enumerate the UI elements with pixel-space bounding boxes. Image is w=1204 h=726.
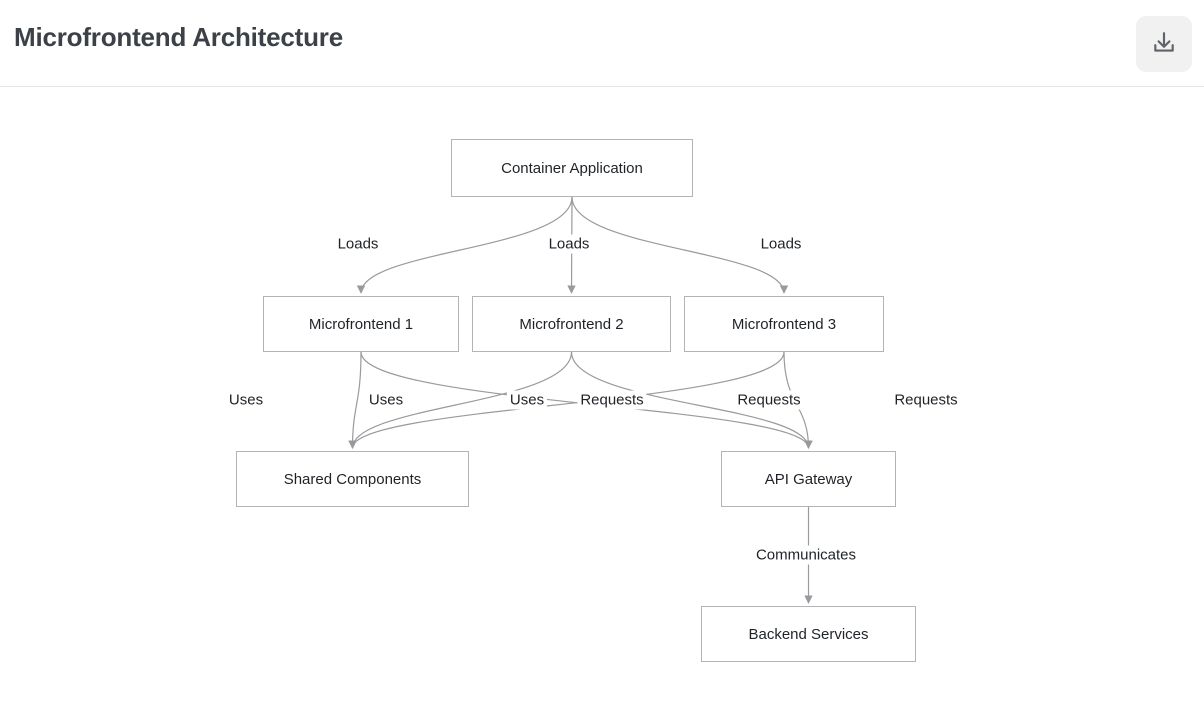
diagram-edge-label: Loads [545, 234, 593, 254]
diagram-edge-mfe3-shared [348, 351, 785, 449]
diagram-node-label: Container Application [501, 159, 643, 177]
diagram-node-label: API Gateway [764, 470, 853, 488]
diagram-edge-label: Requests [891, 390, 961, 410]
diagram-edge-mfe1-shared [348, 351, 362, 449]
diagram-edge-label: Requests [577, 390, 647, 410]
diagram-node-label: Microfrontend 2 [519, 315, 624, 333]
diagram-edge-container-mfe1 [356, 196, 573, 294]
diagram-edge-label: Uses [506, 390, 548, 410]
diagram-node-shared[interactable]: Shared Components [236, 451, 469, 507]
diagram-node-mfe2[interactable]: Microfrontend 2 [472, 296, 671, 352]
diagram-edge-label: Uses [225, 390, 267, 410]
diagram-edge-label: Uses [365, 390, 407, 410]
page-title: Microfrontend Architecture [14, 22, 343, 52]
app-header: Microfrontend Architecture [0, 0, 1204, 87]
diagram-edge-container-mfe3 [571, 196, 789, 294]
diagram-node-mfe1[interactable]: Microfrontend 1 [263, 296, 459, 352]
diagram-edge-label: Requests [734, 390, 804, 410]
diagram-edge-label: Loads [334, 234, 382, 254]
diagram-node-label: Microfrontend 3 [731, 315, 837, 333]
diagram-edge-mfe2-shared [348, 351, 573, 449]
diagram-node-gateway[interactable]: API Gateway [721, 451, 896, 507]
diagram-node-label: Shared Components [283, 470, 422, 488]
diagram-edge-mfe2-gateway [570, 351, 813, 449]
download-icon [1151, 30, 1177, 59]
diagram-node-container[interactable]: Container Application [451, 139, 693, 197]
diagram-edge-label: Loads [757, 234, 805, 254]
diagram-node-label: Microfrontend 1 [308, 315, 414, 333]
download-button[interactable] [1136, 16, 1192, 72]
diagram-node-mfe3[interactable]: Microfrontend 3 [684, 296, 884, 352]
diagram-node-backend[interactable]: Backend Services [701, 606, 916, 662]
diagram-edge-label: Communicates [752, 545, 860, 565]
diagram-node-label: Backend Services [748, 625, 869, 643]
